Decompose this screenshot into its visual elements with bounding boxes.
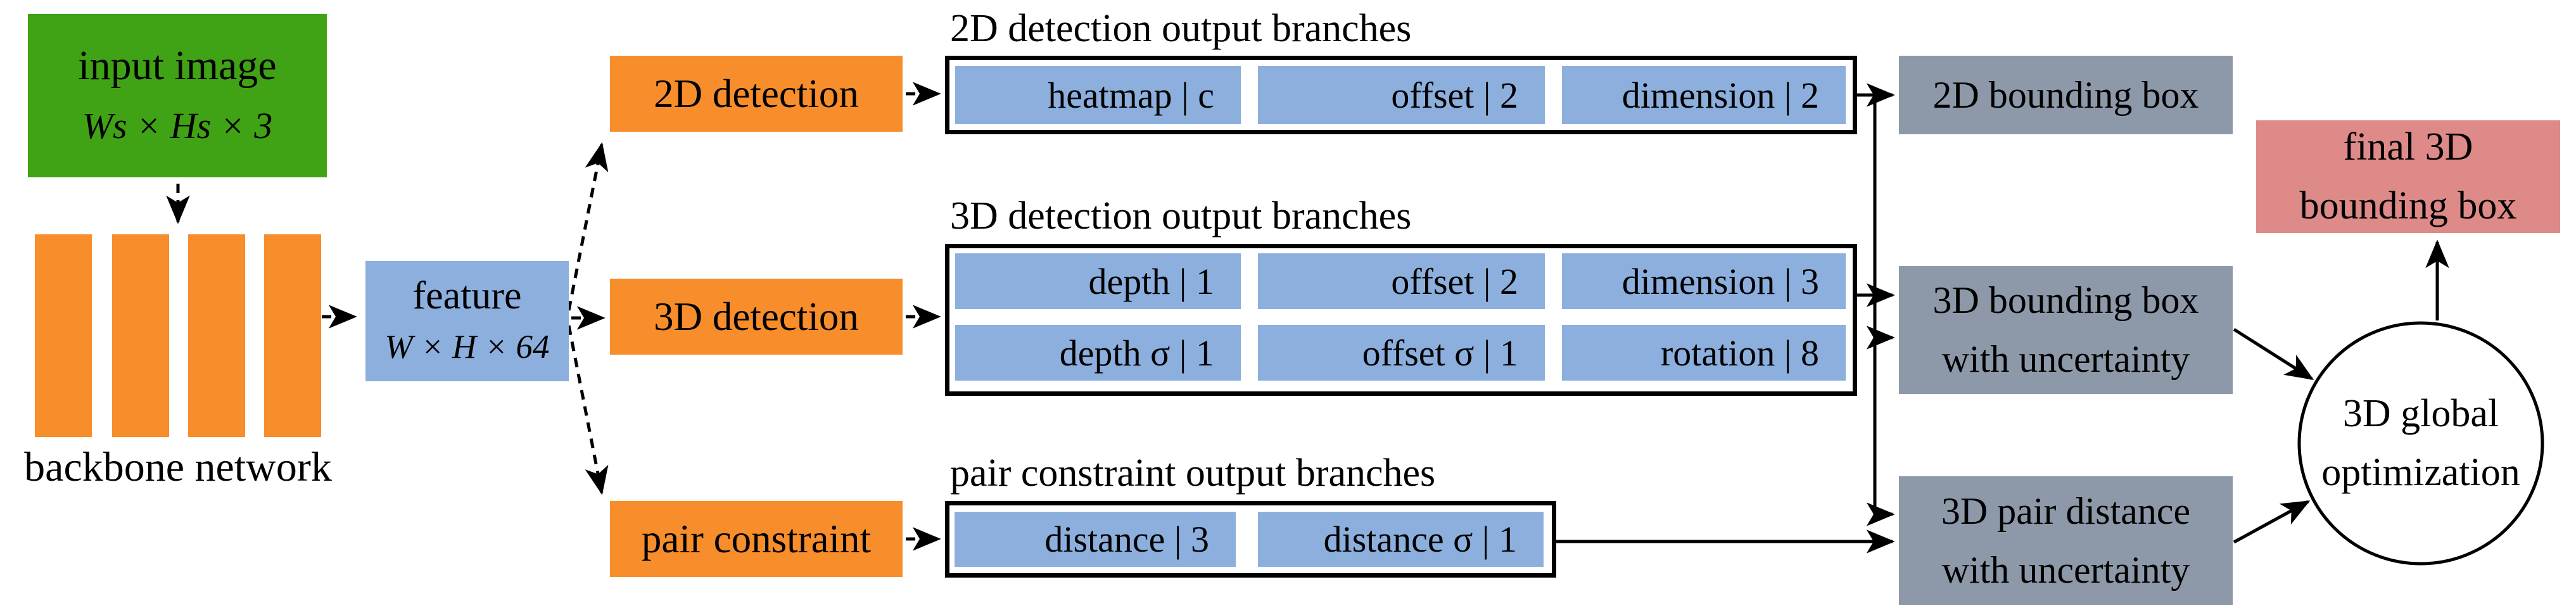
output-3d-pair-distance-line1: 3D pair distance <box>1941 490 2191 532</box>
input-image-box: input image Ws × Hs × 3 <box>28 14 327 177</box>
feature-label: feature <box>412 274 522 317</box>
branch-cell-offset-3d: offset | 2 <box>1258 253 1545 309</box>
arrow-feature-to-2d-detection <box>567 142 609 311</box>
final-3d-bounding-box: final 3D bounding box <box>2256 120 2560 233</box>
branch-cell-offset-sigma: offset σ | 1 <box>1258 325 1545 381</box>
branch-cell-heatmap: heatmap | c <box>955 66 1241 124</box>
branch-cell-depth-sigma: depth σ | 1 <box>955 325 1241 381</box>
backbone-bar <box>35 234 92 437</box>
input-image-label: input image <box>78 42 277 89</box>
branch-cell-dimension-2d: dimension | 2 <box>1562 66 1846 124</box>
branch-cell-distance-sigma: distance σ | 1 <box>1258 512 1544 567</box>
branch-cell-distance: distance | 3 <box>955 512 1236 567</box>
backbone-bar <box>188 234 245 437</box>
optimizer-ellipse <box>2297 321 2544 566</box>
arrow-3d-box-to-optimizer <box>2233 327 2314 381</box>
optimizer-label: 3D global optimization <box>2299 385 2542 502</box>
head-2d-detection: 2D detection <box>610 56 903 132</box>
arrow-pair-distance-to-optimizer <box>2233 500 2311 544</box>
backbone-network-label: backbone network <box>24 444 332 490</box>
branch-cell-offset-2d: offset | 2 <box>1258 66 1545 124</box>
optimizer-label-line2: optimization <box>2321 451 2520 494</box>
feature-box: feature W × H × 64 <box>365 261 569 381</box>
head-pair-constraint: pair constraint <box>610 501 903 577</box>
head-3d-detection: 3D detection <box>610 279 903 355</box>
group-title-2d-branches: 2D detection output branches <box>950 7 1412 50</box>
output-3d-pair-distance-line2: with uncertainty <box>1941 548 2190 591</box>
feature-dims: W × H × 64 <box>384 329 550 365</box>
input-image-dims: Ws × Hs × 3 <box>82 104 273 146</box>
branch-cell-dimension-3d: dimension | 3 <box>1562 253 1846 309</box>
group-title-3d-branches: 3D detection output branches <box>950 194 1412 238</box>
output-2d-bounding-box-label: 2D bounding box <box>1932 73 2199 116</box>
output-2d-bounding-box: 2D bounding box <box>1899 56 2233 134</box>
final-3d-bounding-box-line1: final 3D <box>2343 125 2473 168</box>
arrow-feature-to-pair-constraint <box>567 325 609 495</box>
output-3d-bounding-box: 3D bounding box with uncertainty <box>1899 266 2233 394</box>
output-3d-bounding-box-line2: with uncertainty <box>1941 338 2190 380</box>
wire-2d-collector-to-pair-distance <box>1866 95 1895 526</box>
output-3d-pair-distance: 3D pair distance with uncertainty <box>1899 476 2233 605</box>
branch-cell-rotation: rotation | 8 <box>1562 325 1846 381</box>
optimizer-label-line1: 3D global <box>2342 392 2499 435</box>
branch-cell-depth: depth | 1 <box>955 253 1241 309</box>
group-title-pair-branches: pair constraint output branches <box>950 452 1436 495</box>
final-3d-bounding-box-line2: bounding box <box>2299 184 2517 227</box>
output-3d-bounding-box-line1: 3D bounding box <box>1932 279 2199 321</box>
backbone-bar <box>264 234 321 437</box>
backbone-bar <box>112 234 169 437</box>
